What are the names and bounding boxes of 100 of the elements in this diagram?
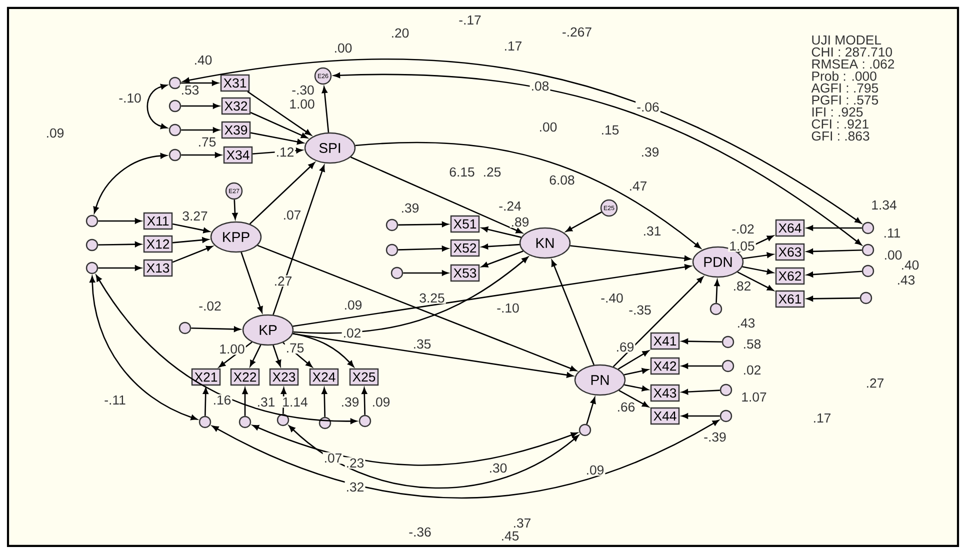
fit-statistic: AGFI : .795	[811, 83, 878, 93]
error-circle	[862, 222, 874, 234]
coefficient-label: 1.07	[740, 391, 768, 403]
path-arrow	[181, 103, 220, 109]
coefficient-label: 1.34	[870, 199, 898, 211]
path-arrow	[280, 388, 286, 414]
indicator-box: X53	[450, 264, 480, 282]
coefficient-label: 1.14	[281, 396, 309, 408]
path-arrow	[624, 384, 648, 392]
indicator-box: X62	[775, 267, 805, 285]
path-arrow	[482, 226, 522, 238]
path-arrow	[682, 338, 722, 344]
coefficient-label: 6.15	[448, 166, 476, 178]
indicator-box: X61	[775, 290, 805, 308]
path-arrow	[257, 244, 577, 372]
covariance-arrow	[252, 424, 578, 466]
path-arrow	[551, 260, 595, 366]
path-arrow	[806, 248, 862, 254]
path-arrow	[806, 225, 862, 231]
coefficient-label: -.10	[496, 302, 520, 314]
path-arrow	[586, 397, 596, 424]
indicator-box: X34	[223, 146, 253, 164]
coefficient-label: -.02	[198, 300, 222, 312]
path-arrow	[247, 91, 312, 136]
coefficient-label: -.36	[408, 526, 432, 538]
path-arrow	[172, 246, 213, 263]
fit-statistic: GFI : .863	[812, 131, 870, 141]
path-arrow	[350, 156, 522, 234]
covariance-arrow	[212, 420, 720, 498]
indicator-box: X31	[220, 74, 250, 92]
error-circle	[168, 100, 182, 112]
path-arrow	[566, 212, 602, 232]
error-circle	[86, 262, 98, 274]
path-arrow	[682, 413, 720, 419]
path-arrow	[618, 350, 650, 370]
coefficient-label: 3.27	[181, 210, 209, 222]
path-arrow	[98, 265, 142, 271]
indicator-box: X42	[650, 357, 680, 375]
indicator-box: X39	[221, 121, 251, 139]
error-circle	[198, 416, 212, 428]
path-arrow	[242, 388, 248, 416]
path-arrow	[355, 142, 701, 249]
coefficient-label: -.17	[458, 14, 482, 26]
covariance-arrow	[90, 276, 198, 420]
indicator-box: X23	[269, 368, 299, 386]
path-arrow	[737, 271, 774, 291]
coefficient-label: 1.00	[218, 343, 246, 355]
path-arrow	[191, 326, 240, 332]
fit-statistic: CHI : 287.710	[812, 47, 892, 57]
path-arrow	[806, 270, 862, 278]
indicator-box: X22	[230, 368, 260, 386]
coefficient-label: -.10	[118, 92, 142, 104]
path-arrow	[250, 344, 262, 367]
coefficient-label: -.11	[103, 394, 127, 406]
path-arrow	[272, 345, 282, 367]
covariance-arrow	[96, 274, 357, 424]
indicator-box: X11	[143, 212, 173, 230]
path-arrow	[570, 245, 691, 262]
path-arrow	[292, 333, 574, 378]
error-circle	[386, 218, 398, 232]
path-arrow	[172, 237, 209, 244]
path-arrow	[98, 218, 142, 224]
fit-statistic: Prob : .000	[812, 71, 876, 81]
covariance-arrow	[182, 58, 862, 224]
error-circle	[390, 266, 404, 280]
path-arrow	[250, 132, 304, 145]
path-arrow	[742, 252, 774, 260]
error-circle	[860, 292, 872, 304]
indicator-box: X32	[221, 97, 251, 115]
path-arrow	[172, 223, 210, 234]
path-arrow	[398, 222, 448, 228]
error-circle	[720, 384, 732, 396]
path-arrow	[624, 368, 648, 376]
path-arrow	[403, 270, 448, 276]
indicator-box: X63	[775, 243, 805, 261]
path-arrow	[218, 342, 252, 368]
fit-statistic: CFI : .921	[812, 119, 868, 129]
path-arrow	[482, 244, 520, 250]
indicator-box: X52	[450, 239, 480, 257]
path-arrow	[250, 112, 308, 138]
covariance-arrow	[334, 72, 862, 246]
path-arrow	[322, 388, 328, 417]
fit-statistic: RMSEA : .062	[812, 59, 894, 69]
fit-statistic: IFI : .925	[812, 107, 863, 117]
path-arrow	[252, 148, 303, 155]
error-circle	[358, 414, 372, 428]
indicator-box: X24	[309, 368, 339, 386]
path-arrow	[362, 388, 368, 415]
path-arrow	[682, 389, 720, 395]
path-arrow	[240, 252, 263, 313]
path-arrow	[181, 152, 222, 158]
error-circle	[710, 302, 722, 316]
covariance-arrow	[93, 153, 167, 214]
indicator-box: X21	[191, 368, 221, 386]
covariance-arrow	[146, 84, 168, 130]
fit-statistic: UJI MODEL	[812, 35, 882, 45]
indicator-box: X51	[450, 215, 480, 233]
coefficient-label: 1.00	[288, 98, 316, 110]
indicator-box: X64	[775, 219, 805, 237]
coefficient-label: 1.05	[728, 240, 756, 252]
